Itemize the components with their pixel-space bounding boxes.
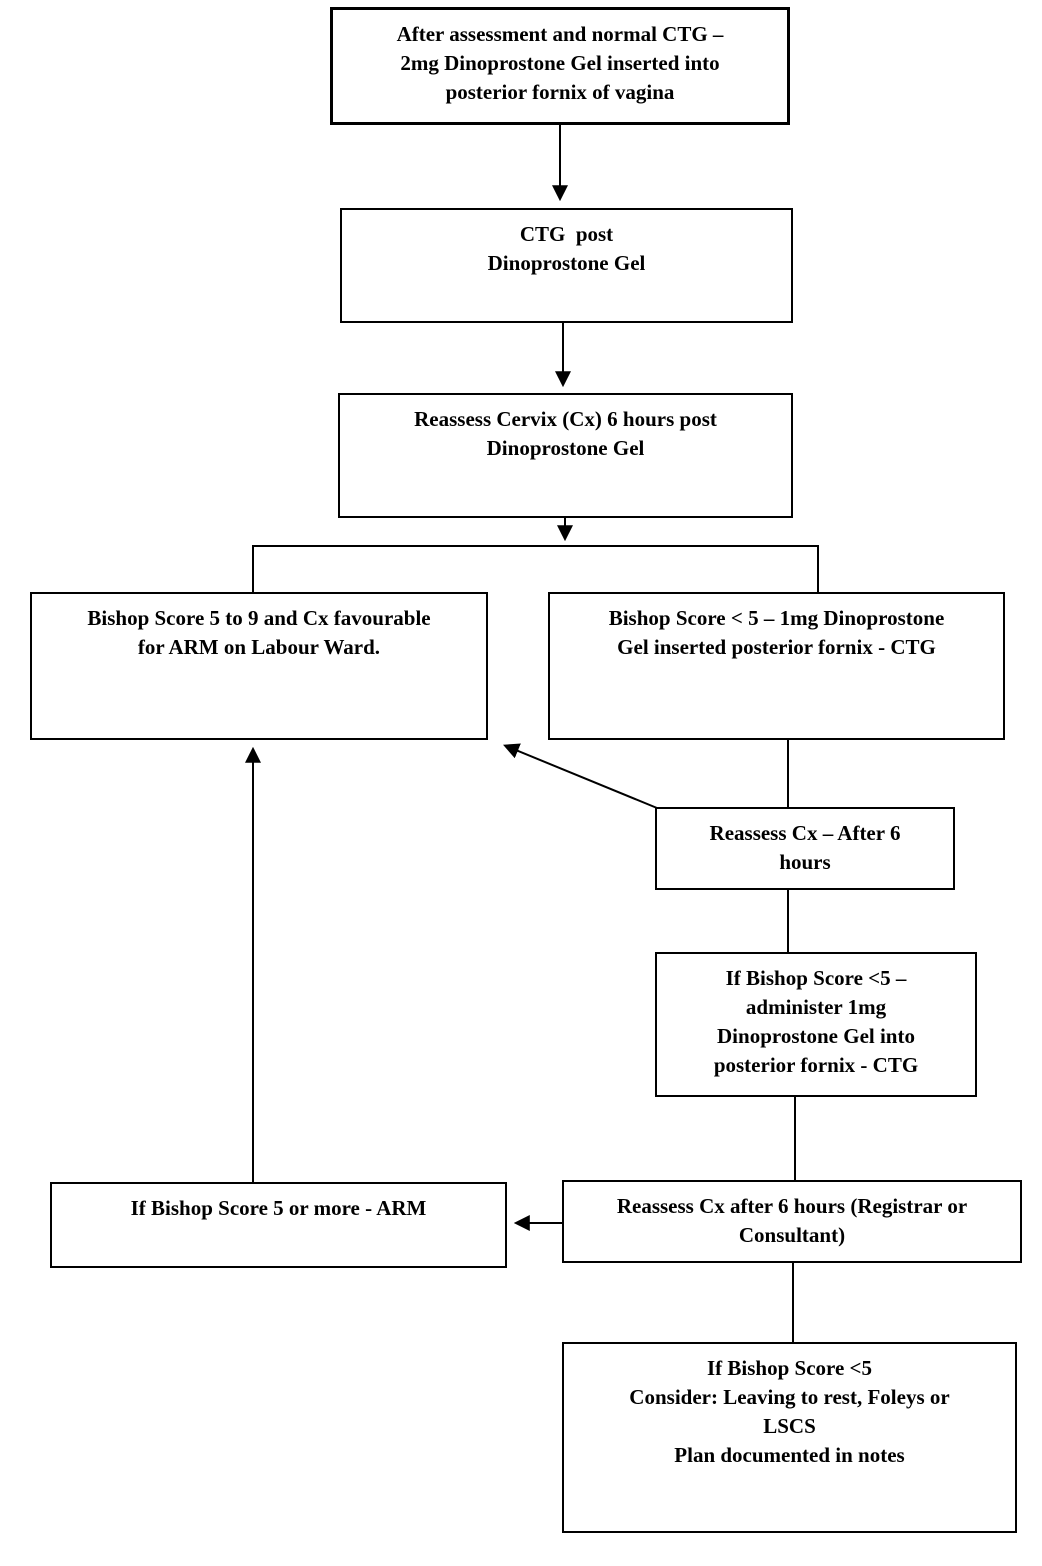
node-reassess-cx-6h-registrar: Reassess Cx after 6 hours (Registrar or … xyxy=(562,1180,1022,1263)
node-bishop-lt5-consider: If Bishop Score <5 Consider: Leaving to … xyxy=(562,1342,1017,1533)
connector-reassess6h-to-favourable xyxy=(503,743,658,809)
connector-branch-split xyxy=(252,545,819,592)
node-bishop-lt5-1mg-gel: Bishop Score < 5 – 1mg Dinoprostone Gel … xyxy=(548,592,1005,740)
node-reassess-cx-after-6h: Reassess Cx – After 6 hours xyxy=(655,807,955,890)
node-reassess-cervix-6h: Reassess Cervix (Cx) 6 hours post Dinopr… xyxy=(338,393,793,518)
node-bishop-5-or-more-arm: If Bishop Score 5 or more - ARM xyxy=(50,1182,507,1268)
node-bishop-5-to-9-arm: Bishop Score 5 to 9 and Cx favourable fo… xyxy=(30,592,488,740)
node-bishop-lt5-administer-1mg: If Bishop Score <5 – administer 1mg Dino… xyxy=(655,952,977,1097)
node-assessment-2mg-gel: After assessment and normal CTG – 2mg Di… xyxy=(330,7,790,125)
node-ctg-post-gel: CTG post Dinoprostone Gel xyxy=(340,208,793,323)
